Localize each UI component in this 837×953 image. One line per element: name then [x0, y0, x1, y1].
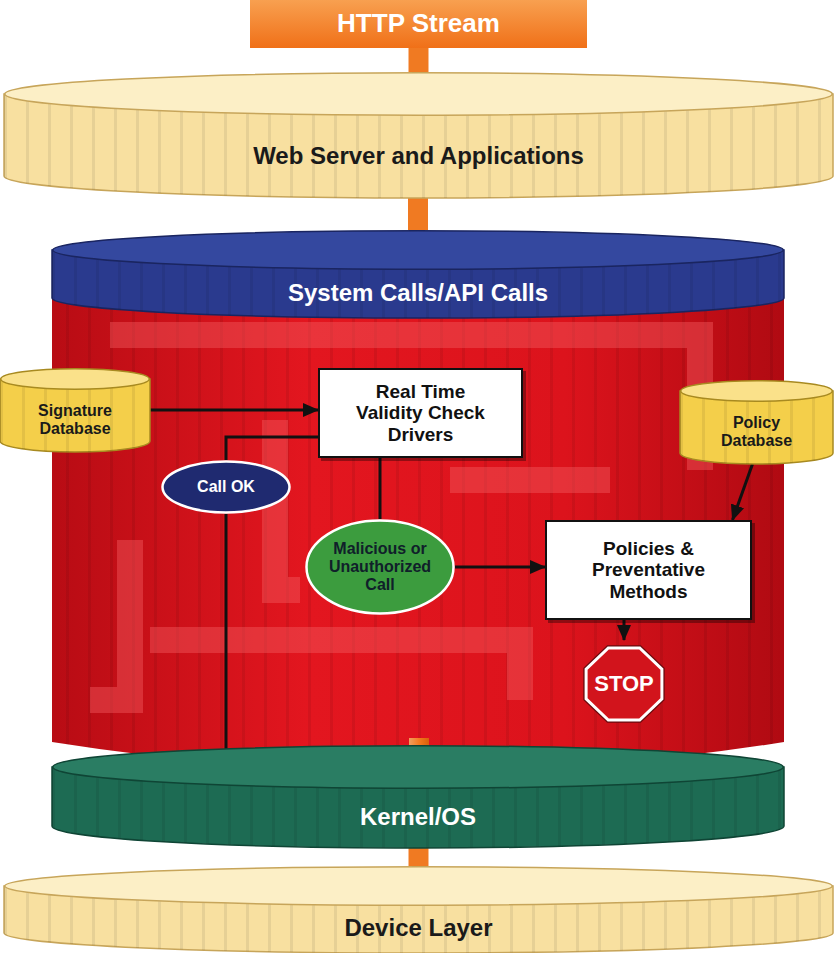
arrow-connector: [150, 409, 318, 412]
arrow-connector: [455, 566, 545, 569]
node-label: Policy Database: [702, 414, 812, 450]
pipe-connector: [408, 198, 428, 230]
database-cylinder: Signature Database: [0, 368, 150, 452]
status-ellipse: Call OK: [161, 460, 291, 514]
process-box: Policies & Preventative Methods: [545, 520, 752, 620]
node-label: Web Server and Applications: [253, 143, 584, 170]
node-label: Policies & Preventative Methods: [584, 538, 714, 602]
arrow-connector: [733, 464, 753, 520]
status-ellipse: Malicious or Unauthorized Call: [305, 519, 455, 615]
layer-disc-outline: [4, 72, 833, 198]
layer-disc-outline: [52, 745, 784, 848]
layer-disc: Device Layer: [4, 866, 833, 953]
arrow-connector: [226, 437, 318, 460]
node-label: HTTP Stream: [337, 9, 500, 38]
arrow-connector: [623, 620, 626, 640]
layer-disc: Kernel/OS: [52, 745, 784, 848]
stream-box: HTTP Stream: [250, 0, 587, 48]
layer-disc: System Calls/API Calls: [52, 230, 784, 318]
arrow-connector: [225, 514, 228, 767]
node-label: Device Layer: [344, 915, 492, 942]
stop-sign: STOP: [578, 640, 670, 728]
pipe-connector: [409, 48, 429, 72]
pipe-connector: [409, 848, 429, 866]
node-label: System Calls/API Calls: [288, 280, 548, 307]
node-label: STOP: [594, 672, 654, 697]
red-cylinder-stripes: [52, 296, 784, 771]
red-cylinder-body: [52, 296, 784, 771]
node-label: Malicious or Unauthorized Call: [321, 540, 439, 594]
process-box: Real Time Validity Check Drivers: [318, 368, 523, 458]
node-label: Kernel/OS: [360, 804, 476, 831]
database-cylinder: Policy Database: [680, 380, 833, 464]
arrow-connector: [379, 458, 382, 519]
layer-disc: Web Server and Applications: [4, 72, 833, 198]
node-label: Real Time Validity Check Drivers: [348, 381, 493, 445]
node-label: Call OK: [197, 478, 255, 496]
node-label: Signature Database: [20, 402, 130, 438]
